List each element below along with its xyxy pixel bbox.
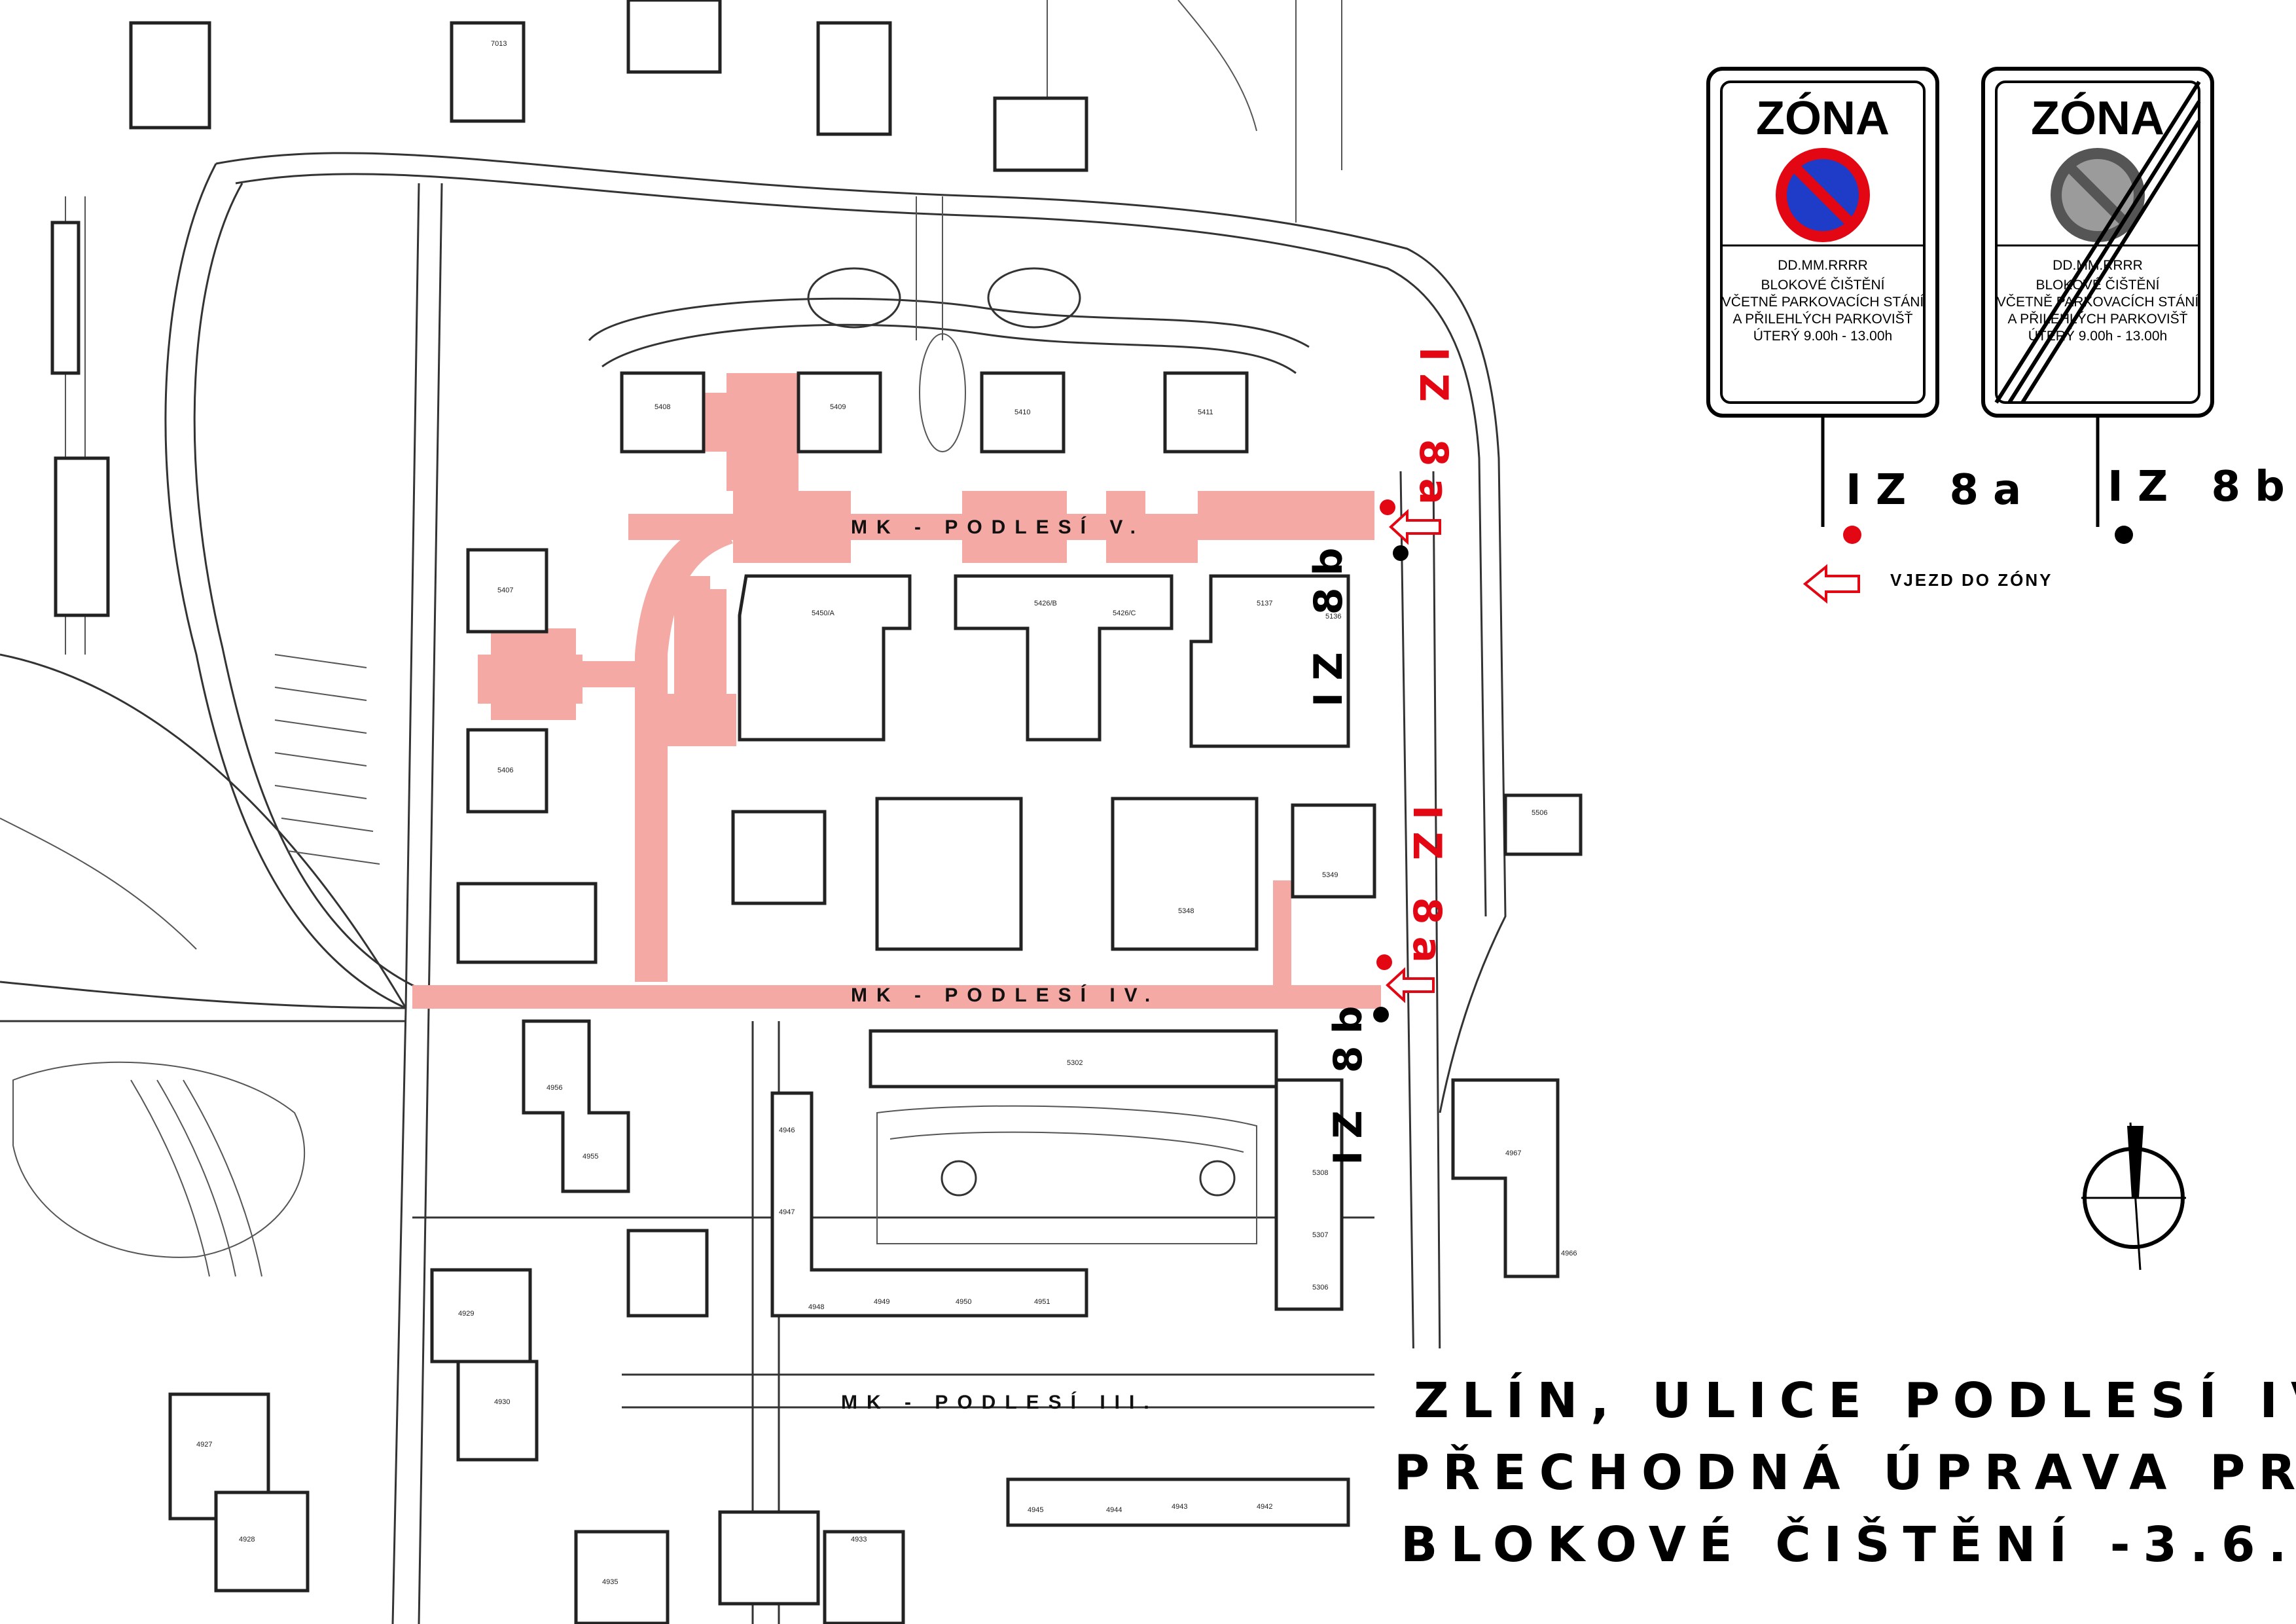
building-label-4950: 4950 xyxy=(956,1298,971,1306)
entry-arrow-icon xyxy=(1389,509,1441,545)
title-block-bg xyxy=(1381,1348,2296,1624)
buildings xyxy=(129,0,1583,1624)
building-label-4942: 4942 xyxy=(1257,1503,1272,1511)
sign-iz8b-lower-label: IZ 8b xyxy=(1325,994,1371,1165)
building-label-5348: 5348 xyxy=(1178,907,1194,915)
cleaning-zone-area xyxy=(412,373,1381,1009)
road-label-podlesi-iii: MK - PODLESÍ III. xyxy=(841,1391,1158,1413)
legend-sign-a-dot xyxy=(1843,526,1861,544)
panel-a-line1: DD.MM.RRRR xyxy=(1778,258,1868,273)
sign-iz8a-upper-dot xyxy=(1380,499,1395,515)
building-label-7013: 7013 xyxy=(491,40,507,48)
sign-markers: IZ 8a IZ 8b IZ 8a IZ 8b xyxy=(1306,347,1456,1165)
building-label-5349: 5349 xyxy=(1322,871,1338,879)
building-label-4930: 4930 xyxy=(494,1398,510,1406)
panel-a-line3: VČETNĚ PARKOVACÍCH STÁNÍ xyxy=(1722,295,1924,310)
legend: IZ 8a IZ 8b VJEZD DO ZÓNY xyxy=(1803,463,2296,604)
entry-arrow-icon xyxy=(1386,967,1435,1003)
building-label-5306: 5306 xyxy=(1312,1284,1328,1291)
building-label-5307: 5307 xyxy=(1312,1231,1328,1239)
building-label-5411: 5411 xyxy=(1198,408,1213,416)
title-line-2: PŘECHODNÁ ÚPRAVA PROVOZU xyxy=(1394,1443,2296,1501)
building-5409 xyxy=(797,371,882,454)
building-label-5426b: 5426/B xyxy=(1034,600,1057,607)
no-parking-sign-icon xyxy=(1776,148,1870,242)
building-5408 xyxy=(620,371,706,454)
building-label-4948: 4948 xyxy=(808,1303,824,1311)
building-label-4943: 4943 xyxy=(1172,1503,1187,1511)
building-label-4927: 4927 xyxy=(196,1441,212,1449)
sign-panel-iz8b: ZÓNA DD.MM.RRRR BLOKOVÉ ČIŠTĚNÍ VČETNĚ P… xyxy=(1981,67,2214,527)
sign-iz8a-lower-label: IZ 8a xyxy=(1404,805,1450,975)
building-label-5137: 5137 xyxy=(1257,600,1272,607)
panel-b-line4: A PŘILEHLÝCH PARKOVIŠŤ xyxy=(2007,312,2187,327)
building-label-4928: 4928 xyxy=(239,1536,255,1543)
building-label-4935: 4935 xyxy=(602,1578,618,1586)
building-5411 xyxy=(1163,371,1249,454)
building-label-5506: 5506 xyxy=(1532,809,1547,817)
legend-sign-a-code: IZ 8a xyxy=(1846,466,2036,514)
building-5506 xyxy=(1503,793,1583,856)
road-label-podlesi-v: MK - PODLESÍ V. xyxy=(851,516,1145,538)
panel-a-line4: A PŘILEHLÝCH PARKOVIŠŤ xyxy=(1732,312,1912,327)
legend-entry-text: VJEZD DO ZÓNY xyxy=(1890,570,2053,590)
building-label-4947: 4947 xyxy=(779,1208,795,1216)
road-label-podlesi-iv: MK - PODLESÍ IV. xyxy=(851,984,1159,1006)
building-numbers: 5408 5409 5410 5411 5407 5406 5450/A 542… xyxy=(196,40,1577,1586)
panel-a-line5: ÚTERÝ 9.00h - 13.00h xyxy=(1753,329,1892,344)
sign-iz8b-lower-dot xyxy=(1373,1007,1389,1022)
building-label-4955: 4955 xyxy=(583,1153,598,1161)
building-label-5410: 5410 xyxy=(1014,408,1030,416)
building-label-4946: 4946 xyxy=(779,1127,795,1134)
building-label-5450: 5450/A xyxy=(812,609,835,617)
building-label-4945: 4945 xyxy=(1028,1506,1043,1514)
building-5302 xyxy=(869,1029,1278,1089)
building-label-4933: 4933 xyxy=(851,1536,867,1543)
panel-b-zona: ZÓNA xyxy=(2031,92,2164,145)
building-label-5407: 5407 xyxy=(497,586,513,594)
building-label-5136: 5136 xyxy=(1325,613,1341,621)
building-5406 xyxy=(466,728,548,814)
title-line-3: BLOKOVÉ ČIŠTĚNÍ -3.6. 2025 xyxy=(1401,1515,2296,1573)
building-label-4949: 4949 xyxy=(874,1298,889,1306)
panel-b-line3: VČETNĚ PARKOVACÍCH STÁNÍ xyxy=(1997,295,2199,310)
building-label-4956: 4956 xyxy=(547,1084,562,1092)
building-label-5409: 5409 xyxy=(830,403,846,411)
sign-panel-iz8a: ZÓNA DD.MM.RRRR BLOKOVÉ ČIŠTĚNÍ VČETNĚ P… xyxy=(1706,67,1939,527)
title-line-1: ZLÍN, ULICE PODLESÍ IV, V xyxy=(1414,1371,2296,1429)
building-label-4966: 4966 xyxy=(1561,1250,1577,1257)
legend-sign-b-code: IZ 8b xyxy=(2108,463,2296,511)
panel-a-zona: ZÓNA xyxy=(1756,92,1890,145)
building-label-4929: 4929 xyxy=(458,1310,474,1318)
building-label-4951: 4951 xyxy=(1034,1298,1050,1306)
building-label-5302: 5302 xyxy=(1067,1059,1083,1067)
building-label-5408: 5408 xyxy=(655,403,670,411)
sign-iz8a-lower-dot xyxy=(1376,954,1392,970)
sign-iz8b-upper-dot xyxy=(1393,545,1408,561)
legend-sign-b-dot xyxy=(2115,526,2133,544)
building-5407 xyxy=(466,548,548,634)
entry-arrow-icon xyxy=(1803,564,1860,604)
building-label-5406: 5406 xyxy=(497,767,513,774)
panel-a-line2: BLOKOVÉ ČIŠTĚNÍ xyxy=(1761,278,1884,293)
building-label-4944: 4944 xyxy=(1106,1506,1122,1514)
building-5410 xyxy=(980,371,1066,454)
north-arrow-icon xyxy=(2081,1122,2186,1271)
sign-iz8b-upper-label: IZ 8b xyxy=(1306,536,1352,707)
building-label-5308: 5308 xyxy=(1312,1169,1328,1177)
sign-iz8a-upper-label: IZ 8a xyxy=(1410,347,1456,516)
building-label-5426c: 5426/C xyxy=(1113,609,1136,617)
building-label-4967: 4967 xyxy=(1505,1149,1521,1157)
